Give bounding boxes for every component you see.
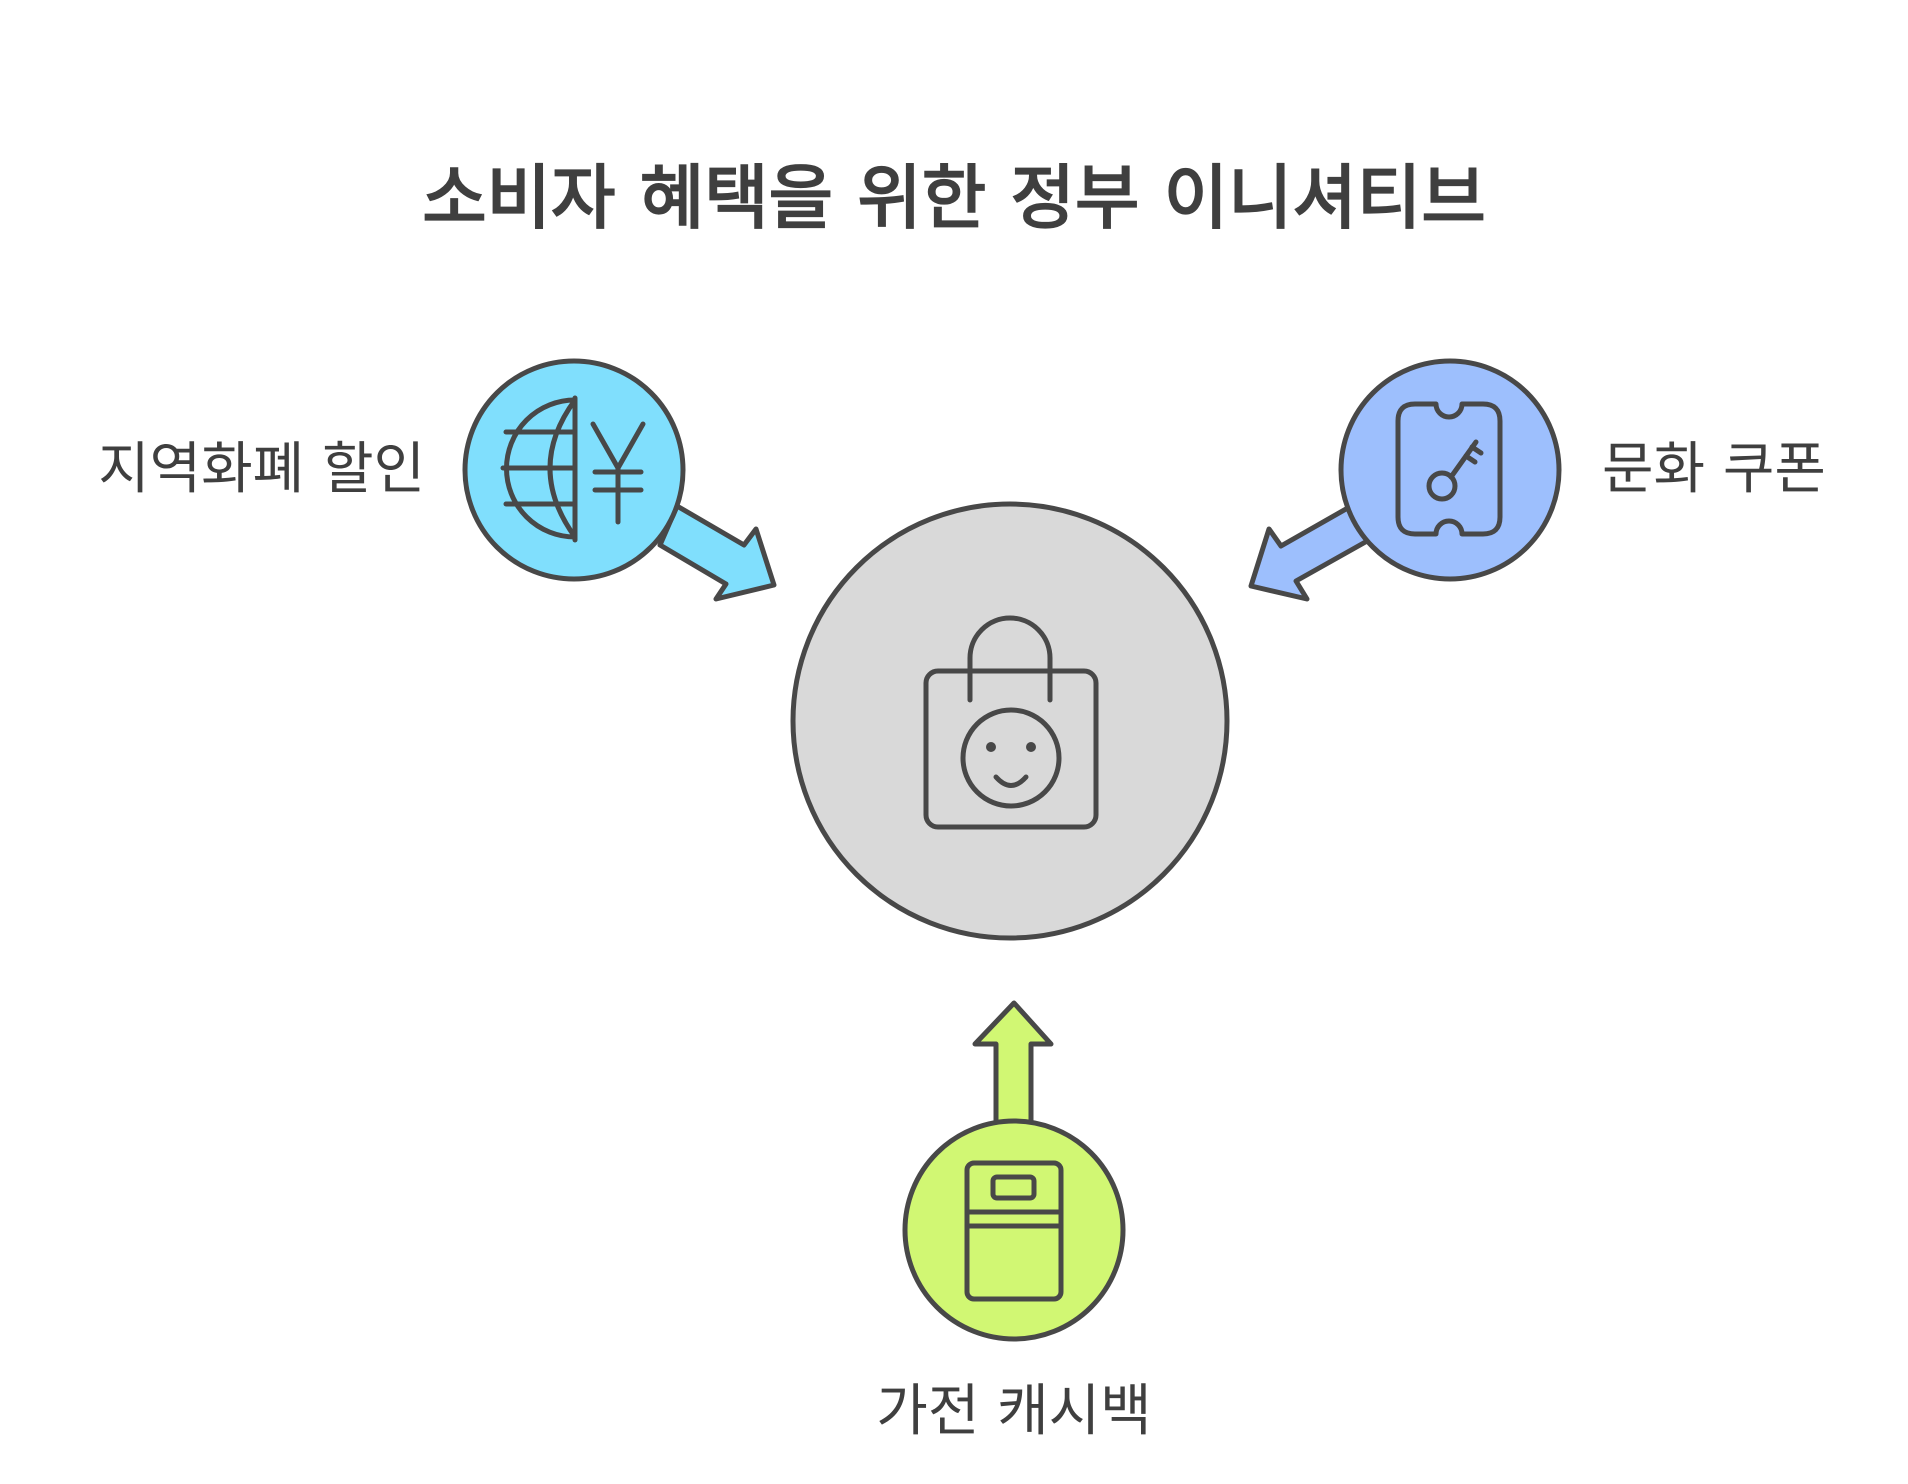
globe-yen-icon (500, 395, 646, 543)
ticket-key-icon (1395, 401, 1503, 537)
arrow-local-currency (657, 503, 777, 602)
node-culture-coupon: 문화 쿠폰 (1248, 358, 1826, 602)
center-node (790, 501, 1230, 941)
appliance-cashback-label: 가전 캐시백 (876, 1379, 1151, 1444)
arrow-appliance-cashback (972, 1000, 1054, 1131)
node-appliance-cashback: 가전 캐시백 (876, 1000, 1152, 1444)
arrow-culture-coupon (1248, 502, 1372, 602)
shopping-bag-smile-icon (923, 615, 1099, 830)
culture-coupon-circle (1338, 358, 1562, 582)
appliance-icon (964, 1160, 1064, 1302)
culture-coupon-label: 문화 쿠폰 (1602, 437, 1826, 502)
local-currency-label: 지역화폐 할인 (98, 437, 425, 502)
appliance-cashback-circle (902, 1118, 1126, 1342)
node-local-currency: 지역화폐 할인 (98, 358, 777, 602)
center-circle (790, 501, 1230, 941)
diagram-title: 소비자 혜택을 위한 정부 이니셔티브 (422, 157, 1485, 239)
